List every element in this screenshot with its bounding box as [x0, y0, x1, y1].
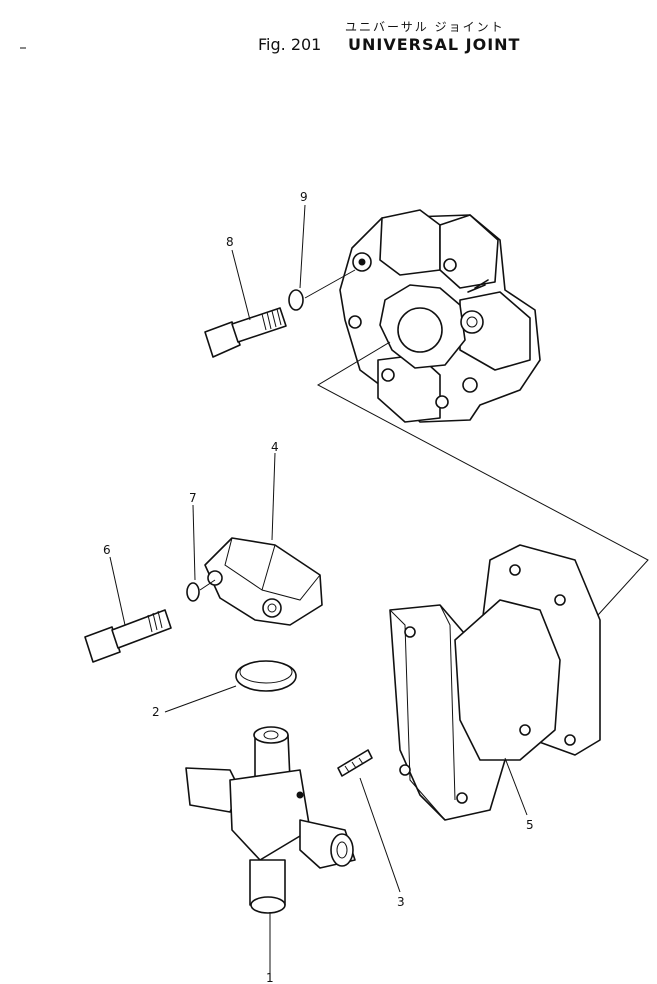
callout-1: 1 [266, 971, 274, 984]
yoke-5 [389, 544, 601, 821]
callout-4: 4 [271, 440, 279, 454]
callout-9: 9 [300, 190, 308, 204]
bolt-8 [204, 307, 287, 358]
flange-yoke-assembly [339, 209, 541, 423]
callout-2: 2 [152, 705, 160, 719]
assembly-guide-lines [199, 269, 649, 616]
callout-leaders [109, 204, 528, 978]
seal-ring-2 [235, 660, 297, 692]
japanese-title: ユニバーサル ジョイント [345, 20, 505, 34]
callout-6: 6 [103, 543, 111, 557]
figure-number: Fig. 201 [258, 35, 322, 54]
callout-7: 7 [189, 491, 197, 505]
snap-ring-7 [186, 582, 200, 602]
bearing-cap-4 [204, 537, 323, 626]
figure-title: UNIVERSAL JOINT [348, 35, 521, 54]
callout-3: 3 [397, 895, 405, 909]
spider-cross-1 [185, 726, 356, 914]
bolt-6 [84, 609, 172, 663]
callout-8: 8 [226, 235, 234, 249]
snap-ring-9 [288, 289, 304, 311]
grease-fitting-3 [337, 749, 373, 777]
callout-5: 5 [526, 818, 534, 832]
